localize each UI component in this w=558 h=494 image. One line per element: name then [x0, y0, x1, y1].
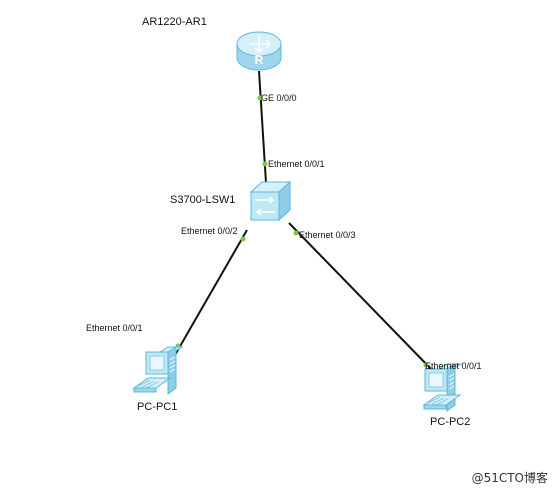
pc2-name-label: PC-PC2	[430, 416, 471, 428]
port-dot-switch-e003	[293, 230, 299, 236]
port-label-switch-e002: Ethernet 0/0/2	[181, 226, 238, 236]
port-label-pc2-e001: Ethernet 0/0/1	[425, 361, 482, 371]
switch-icon[interactable]	[249, 180, 292, 222]
switch-pc1-link[interactable]	[174, 229, 248, 356]
pc1-name-label: PC-PC1	[137, 401, 178, 413]
port-label-pc1-e001: Ethernet 0/0/1	[86, 323, 143, 333]
port-dot-switch-e002	[240, 236, 246, 242]
watermark: @51CTO博客	[471, 471, 548, 485]
pc1-icon[interactable]	[132, 346, 184, 395]
router-name-label: AR1220-AR1	[142, 16, 207, 28]
port-label-router-ge000: GE 0/0/0	[261, 93, 297, 103]
switch-name-label: S3700-LSW1	[170, 194, 236, 206]
router-icon[interactable]: R	[236, 31, 282, 71]
port-dot-router-ge000	[257, 95, 263, 101]
port-label-switch-e001: Ethernet 0/0/1	[268, 159, 325, 169]
port-dot-pc2-e001	[423, 362, 429, 368]
port-label-switch-e003: Ethernet 0/0/3	[299, 230, 356, 240]
pc2-icon[interactable]	[422, 363, 463, 412]
port-dot-switch-e001	[262, 161, 268, 167]
svg-text:R: R	[255, 53, 264, 67]
switch-pc2-link[interactable]	[288, 222, 433, 371]
